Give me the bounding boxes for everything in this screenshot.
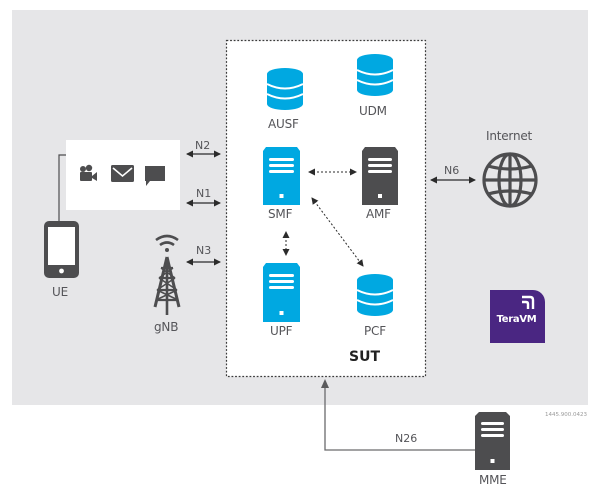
ue-connector-line xyxy=(58,154,66,222)
sut-boundary xyxy=(225,39,427,378)
sut-label: SUT xyxy=(349,349,381,365)
ausf-database-icon xyxy=(266,68,304,110)
udm-database-icon xyxy=(356,54,394,96)
figure-footnote: 1445.900.0423 xyxy=(545,412,587,418)
teravm-mark-icon xyxy=(522,295,535,309)
pcf-label: PCF xyxy=(364,324,386,338)
upf-server-icon xyxy=(263,263,300,322)
smartphone-icon xyxy=(44,221,79,278)
cell-tower-icon xyxy=(153,234,181,315)
mme-server-icon xyxy=(475,412,510,470)
globe-icon xyxy=(482,152,538,208)
n6-label: N6 xyxy=(444,164,460,177)
smf-label: SMF xyxy=(268,207,293,221)
chat-bubble-icon xyxy=(145,166,165,186)
n1-label: N1 xyxy=(196,187,212,200)
n2-label: N2 xyxy=(195,139,211,152)
video-camera-icon xyxy=(80,164,97,181)
ue-label: UE xyxy=(52,285,68,299)
n3-label: N3 xyxy=(196,244,212,257)
upf-label: UPF xyxy=(270,324,293,338)
gnb-label: gNB xyxy=(154,320,179,334)
ausf-label: AUSF xyxy=(268,117,299,131)
envelope-icon xyxy=(111,165,134,182)
internet-label: Internet xyxy=(486,129,533,143)
smf-server-icon xyxy=(263,147,300,205)
pcf-database-icon xyxy=(356,274,394,316)
n26-label: N26 xyxy=(395,432,418,445)
n26-link xyxy=(324,381,476,451)
udm-label: UDM xyxy=(359,104,387,118)
teravm-label: TeraVM xyxy=(496,314,537,325)
teravm-logo: TeraVM xyxy=(490,290,545,343)
amf-label: AMF xyxy=(366,207,391,221)
n26-arrowhead xyxy=(321,379,329,388)
mme-label: MME xyxy=(479,473,507,487)
amf-server-icon xyxy=(362,147,398,205)
